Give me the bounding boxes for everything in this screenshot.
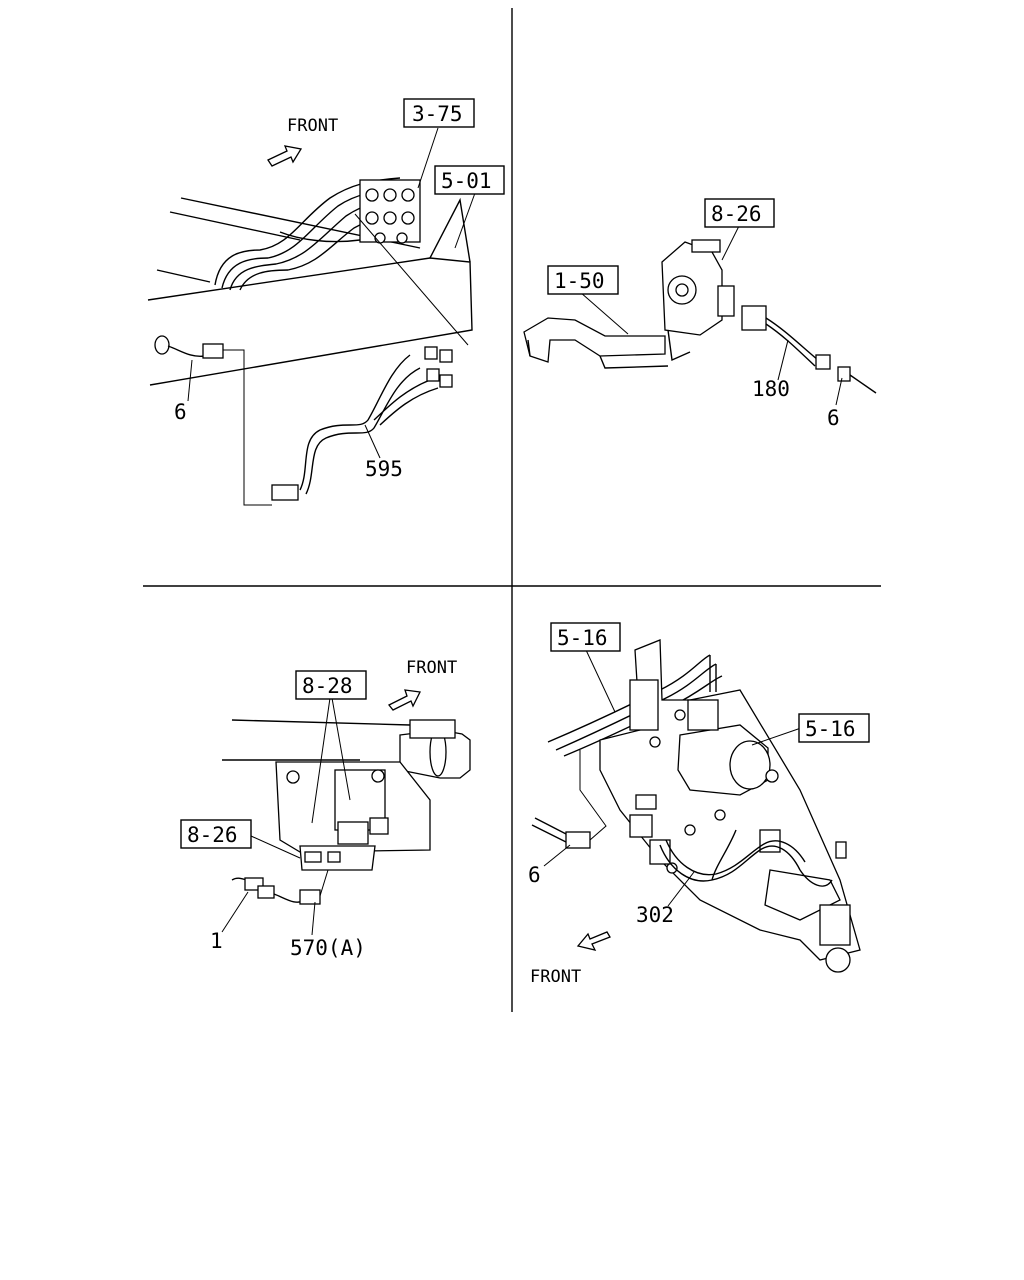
- part-number-302[interactable]: 302: [636, 903, 674, 927]
- ref-box-8-26[interactable]: 8-26: [704, 198, 775, 228]
- connector-6: [837, 366, 877, 394]
- hydraulic-unit: [599, 639, 861, 973]
- harness-570a: [231, 869, 329, 905]
- ref-box-label: 8-26: [711, 202, 762, 226]
- harness-595: [271, 346, 453, 501]
- ref-box-label: 8-26: [187, 823, 238, 847]
- valve-block: [359, 179, 421, 244]
- panel-top-left: FRONT: [147, 98, 505, 506]
- harness-180: [741, 305, 831, 370]
- front-arrow-icon: [387, 689, 421, 711]
- ref-box-3-75[interactable]: 3-75: [403, 98, 475, 128]
- ref-box-label: 8-28: [302, 674, 353, 698]
- panel-top-right: 8-26 1-50 180 6: [523, 198, 877, 430]
- ref-box-label: 5-16: [805, 717, 856, 741]
- front-label: FRONT: [406, 658, 457, 678]
- part-number-6[interactable]: 6: [827, 406, 840, 430]
- ref-box-5-16[interactable]: 5-16: [798, 713, 870, 743]
- part-number-1[interactable]: 1: [210, 929, 223, 953]
- part-number-6[interactable]: 6: [174, 400, 187, 424]
- ref-box-label: 5-16: [557, 626, 608, 650]
- part-number-570a[interactable]: 570(A): [290, 936, 366, 960]
- ref-box-1-50[interactable]: 1-50: [547, 265, 619, 295]
- part-number-6[interactable]: 6: [528, 863, 541, 887]
- part-number-595[interactable]: 595: [365, 457, 403, 481]
- front-label: FRONT: [287, 116, 338, 136]
- mounting-bracket: [523, 317, 669, 369]
- actuator-assembly: [275, 719, 471, 871]
- ref-box-label: 3-75: [412, 102, 463, 126]
- control-module: [661, 239, 735, 362]
- ref-box-5-16[interactable]: 5-16: [550, 622, 621, 652]
- ref-box-5-01[interactable]: 5-01: [434, 165, 505, 195]
- front-label: FRONT: [530, 967, 581, 987]
- front-arrow-icon: [576, 931, 611, 951]
- frame-rail: [147, 197, 473, 386]
- front-arrow-icon: [267, 145, 303, 167]
- ref-box-label: 1-50: [554, 269, 605, 293]
- ref-box-label: 5-01: [441, 169, 492, 193]
- panel-bottom-right: FRONT 5-16 5-16 6 302: [528, 622, 870, 987]
- ref-box-8-28[interactable]: 8-28: [295, 670, 367, 700]
- connector-6: [154, 335, 272, 506]
- panel-bottom-left: FRONT: [180, 658, 471, 960]
- harness-302: [659, 829, 833, 887]
- ref-box-8-26[interactable]: 8-26: [180, 819, 252, 849]
- part-number-180[interactable]: 180: [752, 377, 790, 401]
- connector-6: [531, 750, 607, 849]
